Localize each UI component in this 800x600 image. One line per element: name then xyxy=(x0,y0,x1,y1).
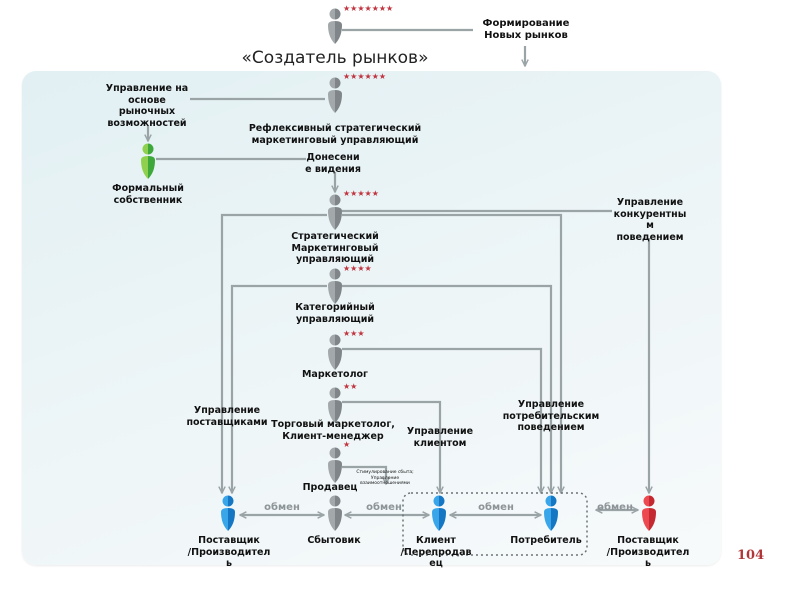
connector-category-right xyxy=(342,284,551,493)
seller-icon xyxy=(328,447,342,483)
actor-label-client: Клиент /Перепродав ец xyxy=(400,535,472,569)
distributor-icon xyxy=(328,495,342,531)
connector-trade xyxy=(342,400,440,493)
rank-stars-strategic: ★★★★★ xyxy=(343,189,379,198)
connector-marketer xyxy=(342,347,541,493)
actor-label-competitor-supplier: Поставщик /Производител ь xyxy=(606,535,690,569)
strategic-manager-icon xyxy=(328,194,342,230)
actor-label-consumer: Потребитель xyxy=(510,535,582,546)
diagram-panel xyxy=(22,71,721,565)
rank-stars-category: ★★★★ xyxy=(343,264,372,273)
role-label-marketer: Маркетолог xyxy=(301,369,369,380)
actor-label-supplier: Поставщик /Производител ь xyxy=(187,535,271,569)
page-number: 104 xyxy=(737,548,765,563)
annotation-opportunity-management: Управление на основе рыночных возможност… xyxy=(105,83,189,129)
rank-stars-reflexive: ★★★★★★ xyxy=(343,72,387,81)
connector-strategic-loop xyxy=(222,213,327,493)
role-label-strategic: Стратегический Маркетинговый управляющий xyxy=(291,231,379,265)
annotation-new-markets: Формирование Новых рынков xyxy=(482,18,570,41)
reflexive-manager-icon xyxy=(328,77,342,113)
market-creator-icon xyxy=(328,8,342,44)
rank-stars-marketer: ★★★ xyxy=(343,329,365,338)
role-label-reflexive: Рефлексивный стратегический маркетинговы… xyxy=(248,123,422,146)
trade-marketer-icon xyxy=(328,387,342,423)
exchange-label-3: обмен xyxy=(478,502,514,513)
annotation-vision-delivery: Донесени е видения xyxy=(305,152,361,175)
annotation-supplier-management: Управление поставщиками xyxy=(186,405,268,428)
role-label-formal-owner: Формальный собственник xyxy=(112,183,184,206)
rank-stars-seller: ★ xyxy=(343,440,351,449)
exchange-label-2: обмен xyxy=(366,502,402,513)
annotation-consumer-behavior: Управление потребительским поведением xyxy=(502,399,600,433)
consumer-icon xyxy=(544,495,558,531)
competitor-supplier-icon xyxy=(642,495,656,531)
formal-owner-icon xyxy=(141,143,155,179)
annotation-competitive-behavior: Управление конкурентны м поведением xyxy=(613,197,687,243)
annotation-sales-promotion: Стимулирование сбыта; Управление взаимоо… xyxy=(356,470,414,486)
rank-stars-trade: ★★ xyxy=(343,382,358,391)
client-icon xyxy=(432,495,446,531)
exchange-label-4: обмен xyxy=(597,502,633,513)
connector-strategic-right xyxy=(342,213,561,493)
role-label-trade: Торговый маркетолог, Клиент-менеджер xyxy=(271,419,395,442)
role-label-category: Категорийный управляющий xyxy=(295,302,375,325)
annotation-client-management: Управление клиентом xyxy=(406,426,474,449)
connector-seller xyxy=(342,465,386,484)
actor-label-distributor: Сбытовик xyxy=(307,535,361,546)
connector-category-left xyxy=(232,284,327,493)
marketer-icon xyxy=(328,334,342,370)
connectors xyxy=(148,28,649,515)
role-label-seller: Продавец xyxy=(302,482,358,493)
supplier-icon xyxy=(221,495,235,531)
exchange-label-1: обмен xyxy=(264,502,300,513)
category-manager-icon xyxy=(328,268,342,304)
page-title: «Создатель рынков» xyxy=(241,48,429,68)
rank-stars-market-creator: ★★★★★★★ xyxy=(343,4,394,13)
